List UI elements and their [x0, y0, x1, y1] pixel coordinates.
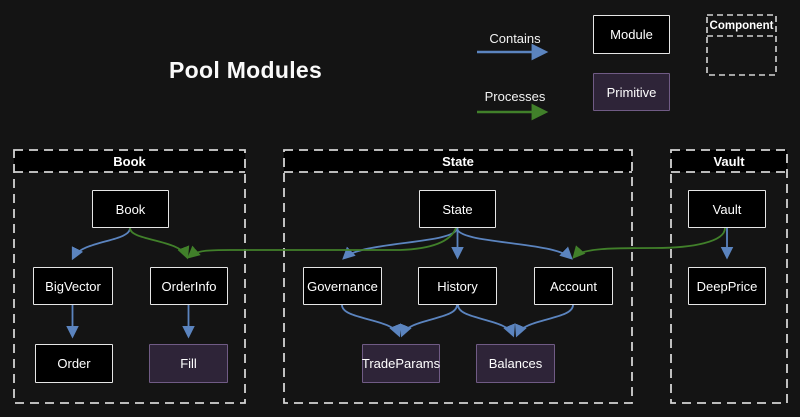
- node-balances: Balances: [476, 344, 555, 383]
- edge-vault-account: [574, 228, 725, 257]
- node-governance: Governance: [303, 267, 382, 305]
- edge-book-bigvector: [73, 228, 130, 258]
- container-book-header: Book: [14, 150, 245, 172]
- legend-component-label: Component: [708, 16, 775, 35]
- legend-primitive-node: Primitive: [593, 73, 670, 111]
- edge-state-orderinfo: [189, 228, 456, 257]
- node-tradeparams: TradeParams: [362, 344, 440, 383]
- edge-history-balances: [458, 305, 513, 335]
- container-state-header: State: [284, 150, 632, 172]
- node-vault: Vault: [688, 190, 766, 228]
- page-title: Pool Modules: [169, 57, 322, 84]
- node-book: Book: [92, 190, 169, 228]
- node-history: History: [418, 267, 497, 305]
- edge-account-balances: [517, 305, 573, 335]
- edge-state-account: [457, 228, 571, 258]
- node-state: State: [419, 190, 496, 228]
- legend-module-node: Module: [593, 15, 670, 54]
- edge-history-tradeparams: [402, 305, 457, 335]
- node-deepprice: DeepPrice: [688, 267, 766, 305]
- legend-contains-label: Contains: [470, 31, 560, 46]
- node-order: Order: [35, 344, 113, 383]
- edge-governance-tradeparams: [342, 305, 399, 335]
- container-vault-header: Vault: [671, 150, 787, 172]
- node-fill: Fill: [149, 344, 228, 383]
- node-account: Account: [534, 267, 613, 305]
- node-orderinfo: OrderInfo: [150, 267, 228, 305]
- edge-book-orderinfo: [130, 228, 187, 257]
- legend-processes-label: Processes: [470, 89, 560, 104]
- node-bigvector: BigVector: [33, 267, 113, 305]
